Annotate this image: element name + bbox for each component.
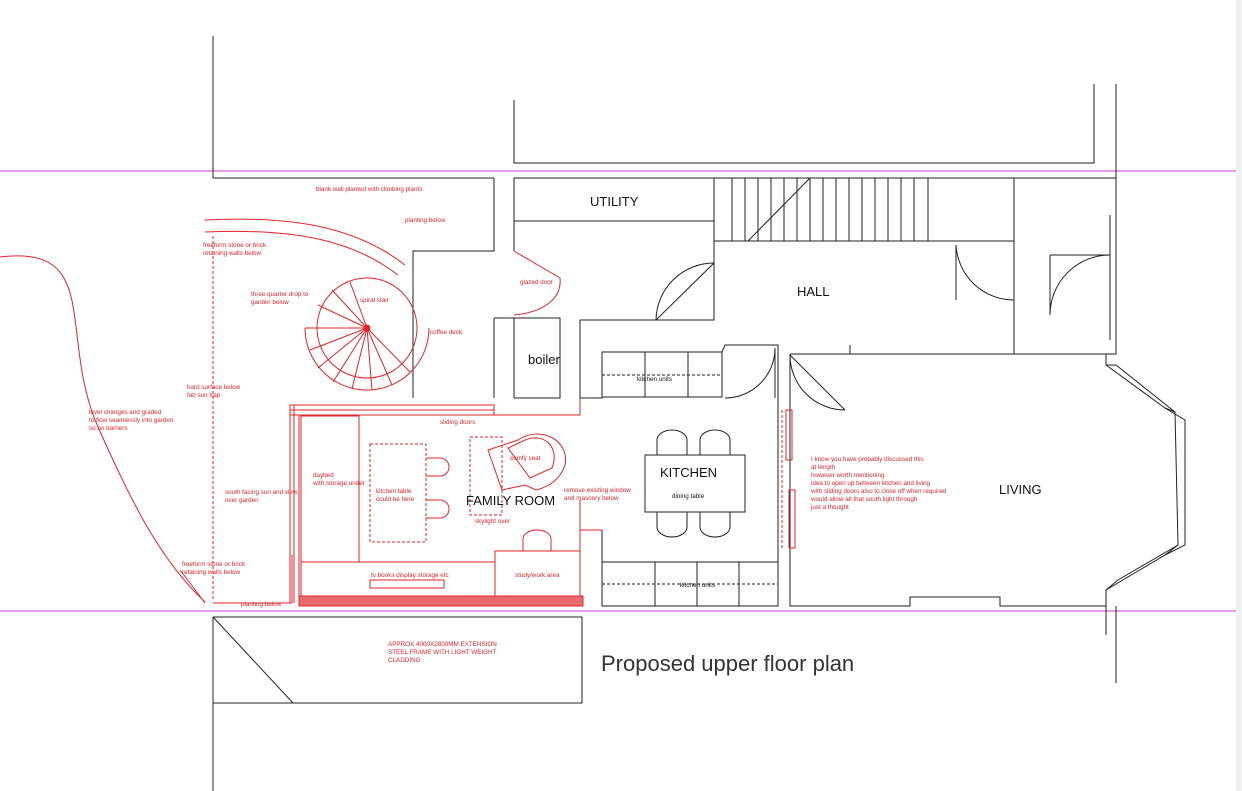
note-extension-1: APPROX 4000X2800MM EXTENSION xyxy=(388,641,497,648)
note-open-up-3: however worth mentioning xyxy=(811,472,885,479)
note-tv-books: tv books display storage etc xyxy=(371,572,449,579)
note-retaining-top-2: retaining walls below xyxy=(203,250,262,257)
note-skylight: skylight over xyxy=(475,518,510,525)
proposed-works xyxy=(0,218,796,607)
note-three-quarter-2: garden below xyxy=(251,299,289,306)
note-blank-wall: blank wall planted with climbing plants xyxy=(316,186,422,193)
note-open-up-6: would allow all that south light through xyxy=(810,496,918,503)
note-retaining-bottom-1: freeform stone or brick xyxy=(182,561,246,568)
note-kitchen-table-1: kitchen table xyxy=(376,488,412,495)
note-planting-below-top: planting below xyxy=(405,217,446,224)
note-south-facing-1: south facing sun and view xyxy=(225,489,298,496)
room-label-family-room: FAMILY ROOM xyxy=(466,493,555,508)
room-label-hall: HALL xyxy=(797,284,830,299)
note-remove-window-1: remove existing window xyxy=(564,487,631,494)
note-retaining-top-1: freeform stone or brick xyxy=(203,242,267,249)
stair-treads xyxy=(731,177,929,242)
note-kitchen-units-top: kitchen units xyxy=(637,376,672,383)
note-coffee-deck: coffee deck xyxy=(430,329,463,336)
note-level-changes-3: so no barriers xyxy=(89,425,128,432)
note-kitchen-units-bottom: kitchen units xyxy=(680,582,715,589)
note-hard-surface-2: fab sun trap xyxy=(187,392,221,399)
note-level-changes-2: to flow seamlessly into garden xyxy=(89,417,174,424)
note-level-changes-1: level changes and graded xyxy=(89,409,162,416)
room-label-kitchen: KITCHEN xyxy=(660,465,717,480)
room-label-boiler: boiler xyxy=(528,352,560,367)
note-study: study/work area xyxy=(515,572,560,579)
note-comfy-seat: comfy seat xyxy=(510,455,541,462)
plan-title: Proposed upper floor plan xyxy=(601,651,854,676)
note-dining-table: dining table xyxy=(672,493,705,500)
annotations: blank wall planted with climbing plants … xyxy=(89,186,947,664)
note-planting-below-bottom: planting below xyxy=(241,601,282,608)
note-glazed-door: glazed door xyxy=(520,279,553,286)
note-extension-3: CLADDING xyxy=(388,657,421,664)
hall-door-arc xyxy=(655,262,715,321)
room-label-living: LIVING xyxy=(999,482,1042,497)
note-open-up-7: just a thought xyxy=(810,504,849,511)
note-daybed-2: with storage under xyxy=(312,480,365,487)
dining-table xyxy=(644,454,746,513)
page-edge xyxy=(1236,0,1242,791)
note-retaining-bottom-2: retaining walls below xyxy=(182,569,241,576)
room-labels: UTILITY HALL LIVING KITCHEN FAMILY ROOM … xyxy=(466,194,1042,508)
note-remove-window-2: and masonry below xyxy=(564,495,619,502)
note-daybed-1: daybed xyxy=(313,472,334,479)
note-extension-2: STEEL FRAME WITH LIGHT WEIGHT xyxy=(388,649,497,656)
note-open-up-4: idea to open up between kitchen and livi… xyxy=(811,480,931,487)
note-open-up-1: I know you have probably discussed this xyxy=(811,456,924,463)
note-open-up-2: at length xyxy=(811,464,836,471)
note-open-up-5: with sliding doors also to close off whe… xyxy=(810,488,947,495)
room-label-utility: UTILITY xyxy=(590,194,639,209)
comfy-seat xyxy=(487,433,566,491)
note-kitchen-table-2: could be here xyxy=(376,496,415,503)
note-three-quarter-1: three quarter drop to xyxy=(251,291,309,298)
note-hard-surface-1: hard surface below xyxy=(187,384,241,391)
spiral-stair xyxy=(304,277,430,391)
garden-boundary-curve xyxy=(0,255,206,603)
note-sliding-doors: sliding doors xyxy=(440,419,475,426)
note-spiral-stair: spiral stair xyxy=(360,297,389,304)
glazed-door-arc xyxy=(513,250,561,316)
existing-walls xyxy=(212,36,1186,791)
note-south-facing-2: over garden xyxy=(225,497,259,504)
